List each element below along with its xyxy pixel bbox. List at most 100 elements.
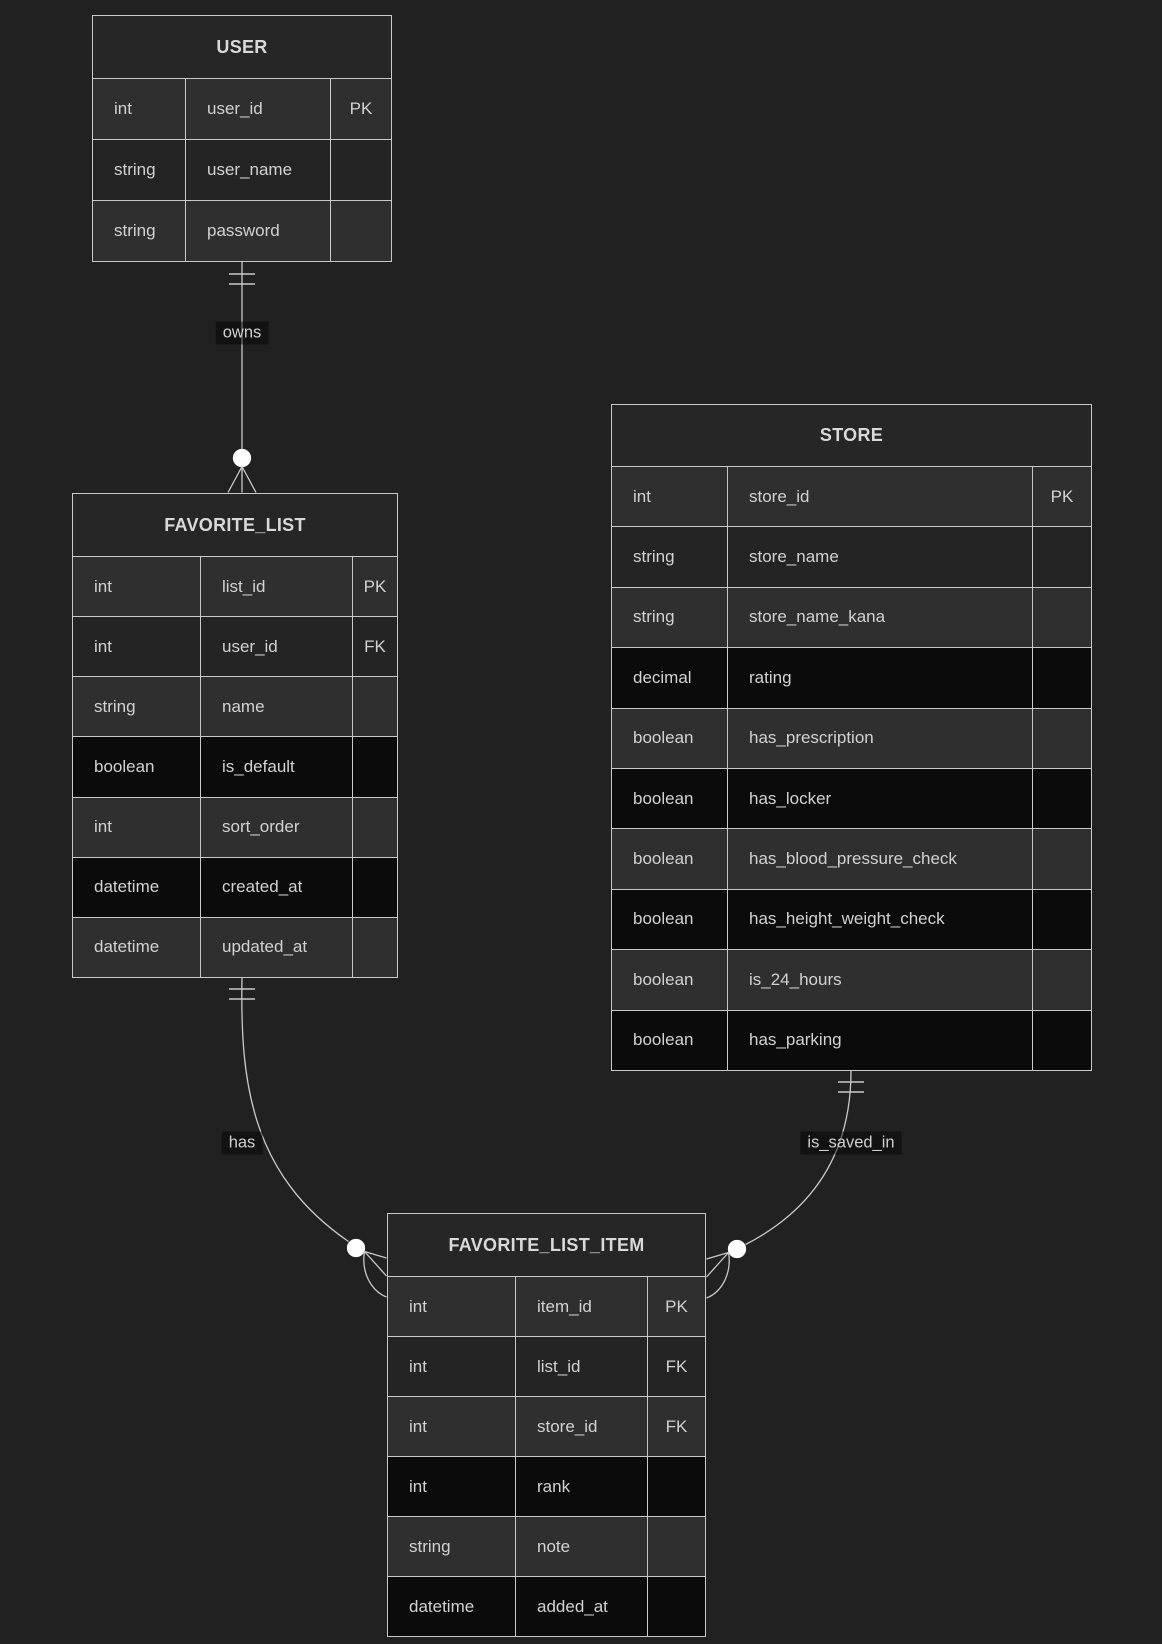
attribute-name-cell: is_default [201,736,353,797]
attribute-name-cell: user_id [186,78,331,139]
attribute-name-cell: has_locker [728,768,1033,829]
has-many-marker [363,1250,387,1298]
attribute-type-cell: string [388,1516,516,1576]
attribute-name-cell: sort_order [201,796,353,857]
attribute-type-cell: string [73,676,201,737]
attribute-name-cell: password [186,200,331,261]
relationship-is-saved-in [706,1070,864,1299]
attribute-type-cell: boolean [612,949,728,1010]
is-saved-in-line [745,1070,852,1246]
attribute-key-cell [331,200,391,261]
attribute-key-cell [1033,768,1091,829]
attribute-key-cell [648,1456,705,1516]
relationship-label-is-saved-in: is_saved_in [800,1131,902,1155]
attribute-name-cell: user_name [186,139,331,200]
attribute-name-cell: rating [728,647,1033,708]
attribute-key-cell: PK [1033,466,1091,527]
attribute-key-cell [648,1576,705,1636]
attribute-key-cell [1033,949,1091,1010]
has-zero-marker [346,1238,366,1258]
attribute-name-cell: store_name [728,526,1033,587]
attribute-name-cell: list_id [201,556,353,617]
attribute-type-cell: int [388,1276,516,1336]
attribute-key-cell [1033,888,1091,950]
attribute-name-cell: has_parking [728,1009,1033,1070]
attribute-type-cell: boolean [612,1009,728,1070]
attribute-type-cell: int [93,78,186,139]
attribute-key-cell: PK [648,1276,705,1336]
attribute-type-cell: int [388,1456,516,1516]
has-one-marker [229,988,255,1000]
attribute-key-cell: FK [648,1336,705,1396]
attribute-name-cell: has_blood_pressure_check [728,828,1033,889]
attribute-type-cell: string [93,200,186,261]
attribute-name-cell: store_id [728,466,1033,527]
owns-one-marker [229,273,255,285]
entity-title-favorite_list: FAVORITE_LIST [73,494,397,556]
attribute-type-cell: string [93,139,186,200]
attribute-name-cell: is_24_hours [728,949,1033,1010]
attribute-type-cell: boolean [612,828,728,889]
attribute-key-cell: PK [331,78,391,139]
relationship-label-owns: owns [215,321,269,345]
attribute-type-cell: int [73,556,201,617]
attribute-type-cell: string [612,526,728,587]
attribute-key-cell [331,139,391,200]
attribute-type-cell: int [388,1396,516,1456]
attribute-key-cell [353,676,397,737]
relationship-owns [227,262,257,493]
attribute-name-cell: has_height_weight_check [728,888,1033,950]
attribute-key-cell [1033,526,1091,587]
attribute-key-cell [648,1516,705,1576]
attribute-name-cell: note [516,1516,648,1576]
is-saved-in-one-marker [838,1081,864,1093]
attribute-name-cell: user_id [201,616,353,677]
attribute-name-cell: has_prescription [728,707,1033,768]
is-saved-in-many-marker [706,1251,730,1299]
attribute-key-cell [353,796,397,857]
attribute-name-cell: list_id [516,1336,648,1396]
attribute-name-cell: store_name_kana [728,586,1033,648]
owns-many-marker [227,466,257,493]
owns-zero-marker [232,448,252,468]
attribute-type-cell: boolean [612,888,728,950]
attribute-type-cell: int [612,466,728,527]
has-line [241,977,349,1243]
attribute-type-cell: datetime [73,916,201,977]
attribute-type-cell: boolean [73,736,201,797]
is-saved-in-zero-marker [727,1239,747,1259]
attribute-type-cell: int [73,616,201,677]
entity-title-store: STORE [612,405,1091,466]
attribute-name-cell: rank [516,1456,648,1516]
relationship-label-has: has [221,1131,263,1155]
entity-title-favorite_list_item: FAVORITE_LIST_ITEM [388,1214,705,1276]
attribute-key-cell [1033,707,1091,768]
attribute-name-cell: store_id [516,1396,648,1456]
attribute-key-cell [1033,586,1091,648]
attribute-key-cell: FK [353,616,397,677]
attribute-key-cell [1033,1009,1091,1070]
attribute-key-cell: PK [353,556,397,617]
attribute-name-cell: added_at [516,1576,648,1636]
attribute-name-cell: name [201,676,353,737]
attribute-name-cell: created_at [201,856,353,917]
attribute-type-cell: decimal [612,647,728,708]
attribute-type-cell: boolean [612,768,728,829]
attribute-key-cell: FK [648,1396,705,1456]
attribute-type-cell: int [73,796,201,857]
attribute-key-cell [353,736,397,797]
attribute-key-cell [353,916,397,977]
attribute-type-cell: datetime [73,856,201,917]
entity-title-user: USER [93,16,391,78]
attribute-type-cell: datetime [388,1576,516,1636]
attribute-key-cell [1033,828,1091,889]
attribute-name-cell: item_id [516,1276,648,1336]
attribute-type-cell: boolean [612,707,728,768]
attribute-type-cell: string [612,586,728,648]
attribute-name-cell: updated_at [201,916,353,977]
